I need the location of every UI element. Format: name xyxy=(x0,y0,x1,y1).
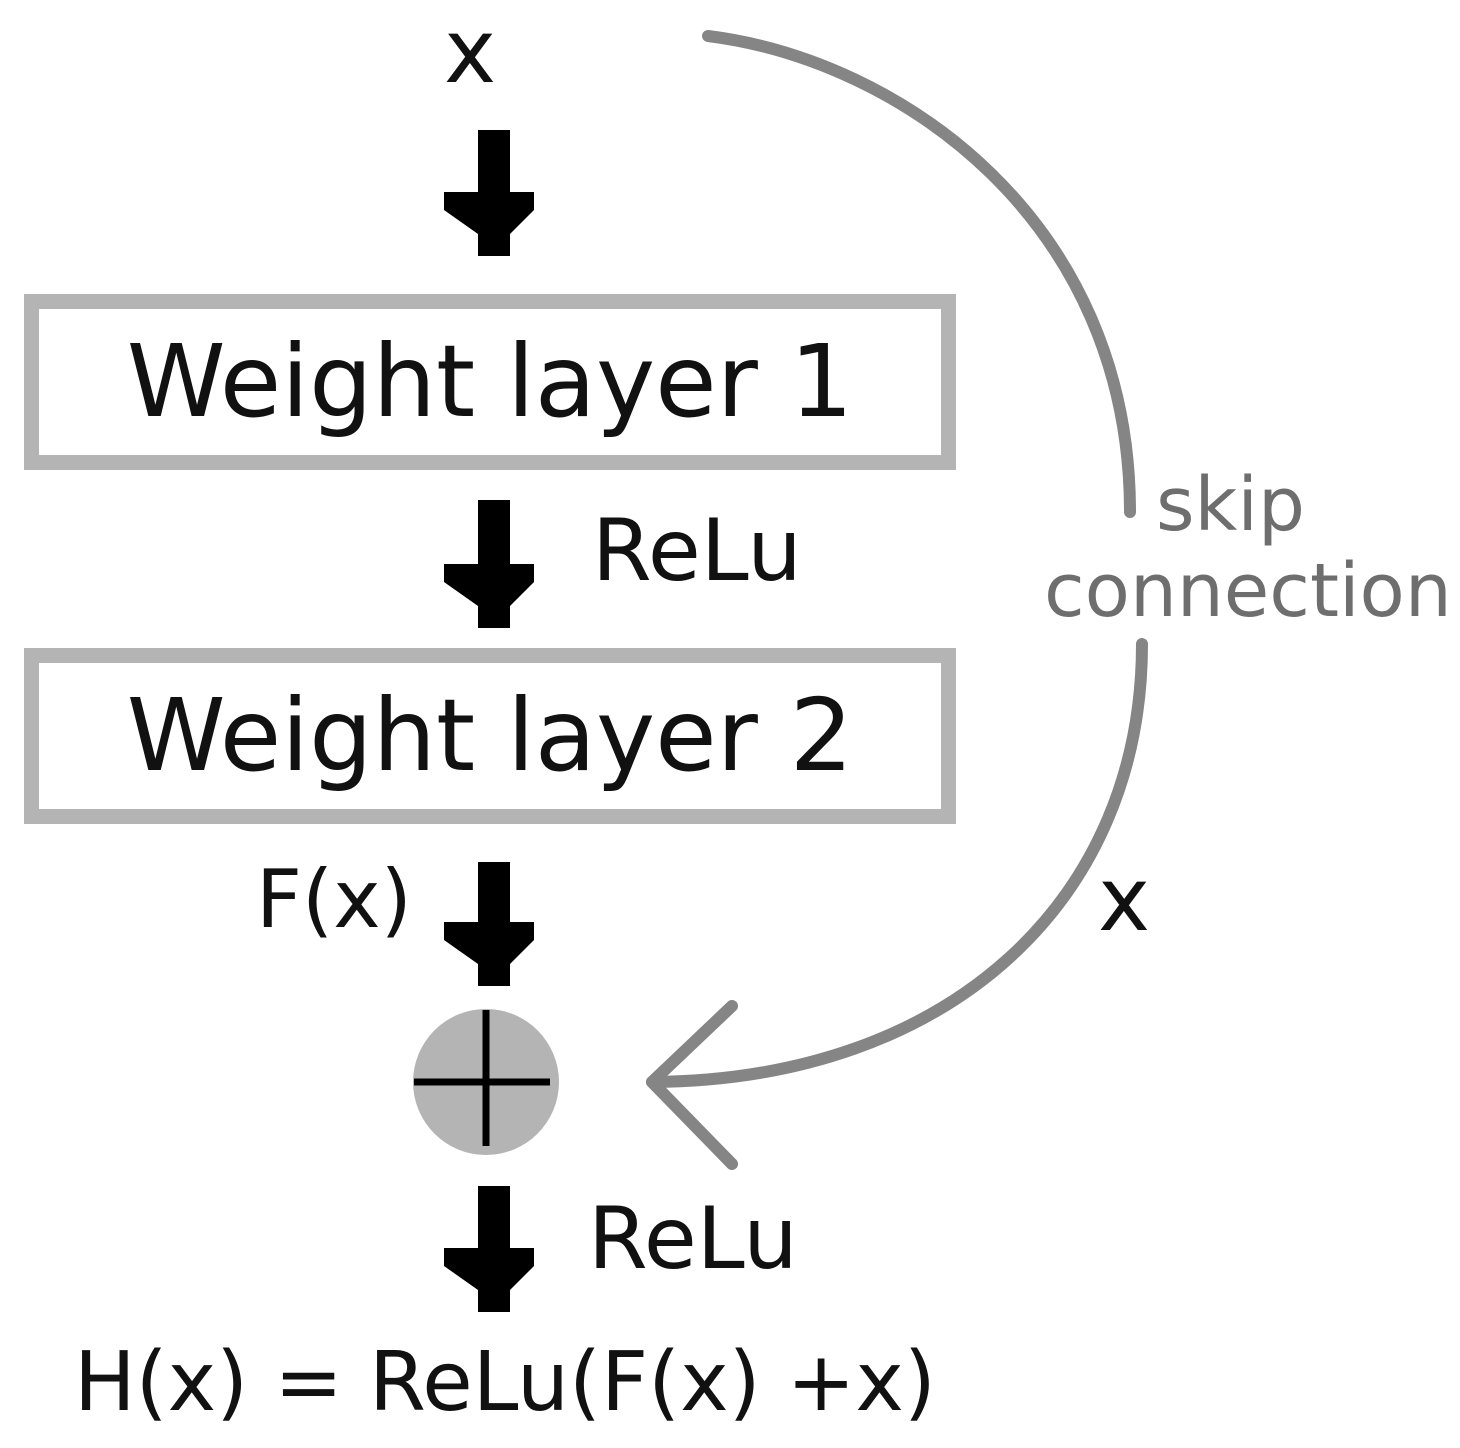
arrow-down-icon xyxy=(444,500,534,628)
relu-label-2: ReLu xyxy=(588,1189,798,1289)
skip-connection-arc-upper xyxy=(702,30,1136,518)
weight-layer-1-label: Weight layer 1 xyxy=(126,323,854,440)
arrow-down-icon xyxy=(444,1186,534,1312)
weight-layer-2-box: Weight layer 2 xyxy=(24,648,956,824)
input-label: x xyxy=(444,0,497,103)
skip-x-label: x xyxy=(1098,848,1151,951)
skip-label-line1: skip xyxy=(1156,462,1305,548)
weight-layer-2-label: Weight layer 2 xyxy=(126,677,854,794)
output-formula: H(x) = ReLu(F(x) +x) xyxy=(74,1335,936,1430)
weight-layer-1-box: Weight layer 1 xyxy=(24,294,956,470)
skip-arrowhead-icon xyxy=(646,1000,738,1170)
residual-label: F(x) xyxy=(256,853,412,946)
arrow-down-icon xyxy=(444,130,534,256)
relu-label-1: ReLu xyxy=(592,501,802,601)
arrow-down-icon xyxy=(444,862,534,986)
skip-label-line2: connection xyxy=(1044,548,1452,634)
skip-connection-arc-lower xyxy=(646,638,1148,1088)
